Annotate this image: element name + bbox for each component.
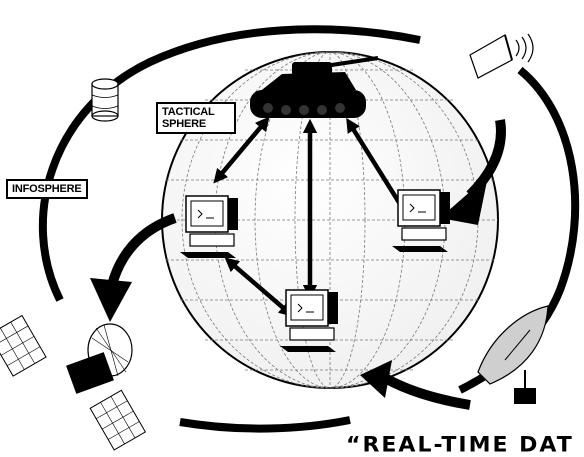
link-tank-left-pc [213,116,270,184]
computer-terminal-icon [280,289,338,352]
tactical-sphere-label: TACTICAL SPHERE [156,102,236,134]
radio-transmitter-icon [469,33,534,79]
link-left-pc-bottom-pc [224,257,294,317]
satellite-icon [0,314,147,451]
computer-terminal-icon [180,195,238,258]
satellite-dish-icon [477,305,549,404]
infosphere-label: INFOSPHERE [6,179,88,199]
arrowhead [360,360,392,398]
database-cylinder-icon [91,78,119,122]
arrowhead [90,278,132,322]
tactical-sphere-label-line1: TACTICAL [162,106,215,118]
computer-terminal-icon [392,189,450,252]
arrowhead [440,176,488,225]
real-time-data-banner: “REAL-TIME DAT [346,433,574,457]
tactical-sphere-label-line2: SPHERE [162,118,207,130]
tank-icon [250,56,379,118]
infosphere-flow-arrows [90,119,506,410]
